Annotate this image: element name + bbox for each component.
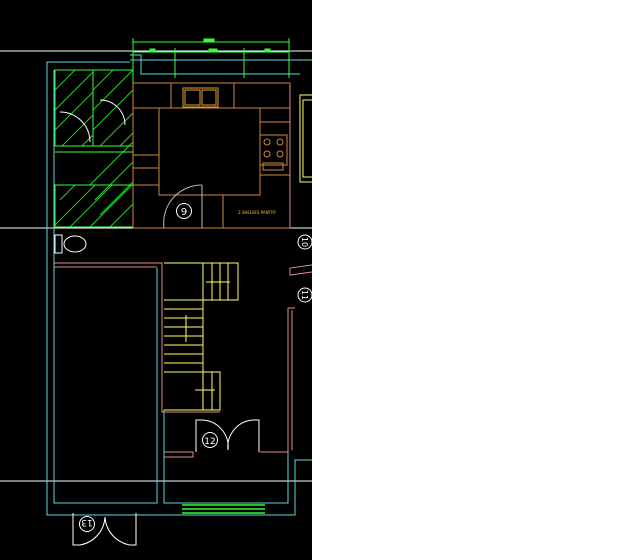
exterior-walls <box>46 54 312 516</box>
door-9 <box>163 184 203 229</box>
toilet-icon <box>54 234 87 254</box>
threshold <box>182 504 265 514</box>
door-tag-13: 13 <box>81 517 92 527</box>
door-tag-12: 12 <box>204 437 215 447</box>
dimension-lines <box>132 38 290 78</box>
door-tag-11: 11 <box>300 290 309 300</box>
door-tag-10: 10 <box>300 237 309 247</box>
pantry-label: 3 SHELVES PANTRY <box>238 210 277 215</box>
interior-walls <box>54 85 312 458</box>
closets <box>54 69 134 228</box>
door-13 <box>72 234 312 546</box>
door-tag-9: 9 <box>181 207 187 218</box>
window <box>299 94 312 183</box>
sink <box>182 87 219 108</box>
floor-plan-drawing[interactable]: 3 SHELVES PANTRY 9 <box>0 0 312 560</box>
kitchen <box>132 82 291 229</box>
stove <box>259 134 288 171</box>
door-12 <box>195 419 260 452</box>
staircase <box>164 262 239 411</box>
